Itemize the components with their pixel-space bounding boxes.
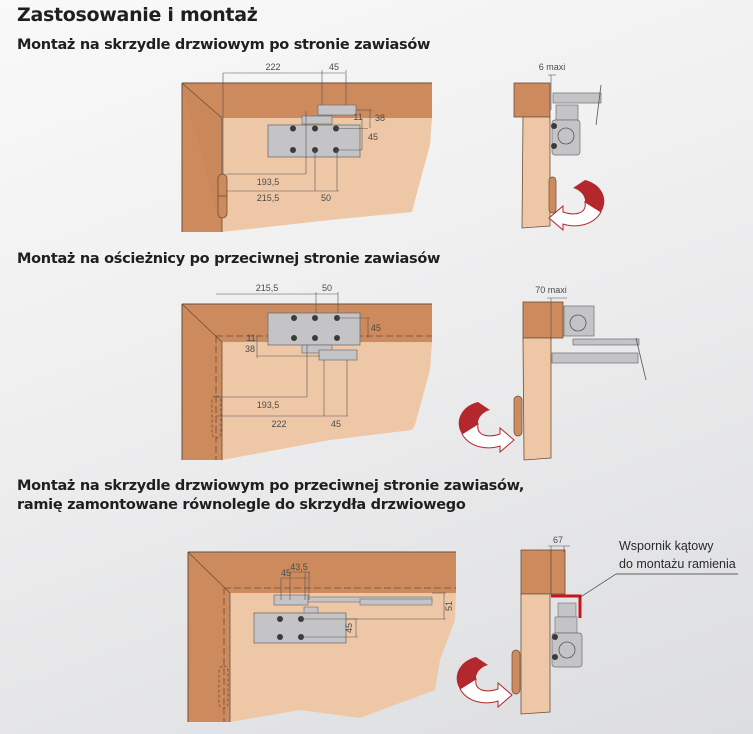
dim-193-5: 193,5	[257, 177, 280, 187]
dim-38: 38	[245, 344, 255, 354]
dim-45-top: 45	[329, 62, 339, 72]
dim-45-side: 45	[344, 623, 354, 633]
dim-6-maxi: 6 maxi	[539, 62, 566, 72]
dim-67: 67	[553, 535, 563, 545]
angle-bracket	[551, 594, 582, 618]
diagram-1-front: 222 45 11 38 45 193,5 215,5 50	[181, 62, 432, 232]
closer-side-body	[551, 632, 583, 668]
dim-45-side: 45	[368, 132, 378, 142]
dim-193-5: 193,5	[257, 400, 280, 410]
dim-222: 222	[265, 62, 280, 72]
callout-line-2: do montażu ramienia	[619, 557, 736, 571]
dim-70-maxi: 70 maxi	[535, 285, 567, 295]
dim-51: 51	[444, 601, 454, 611]
diagram-1-side: 6 maxi	[513, 62, 605, 231]
dim-222: 222	[271, 419, 286, 429]
hinge-icon	[513, 395, 523, 437]
dim-215-5: 215,5	[256, 283, 279, 293]
closer-side-body	[551, 119, 581, 156]
dim-38: 38	[375, 113, 385, 123]
bracket-callout: Wspornik kątowy do montażu ramienia	[619, 537, 736, 573]
dim-43-5: 43,5	[290, 562, 308, 572]
diagram-2-front: 215,5 50 45 11 38 193,5 222 45	[181, 283, 432, 460]
section-3-heading-line2: ramię zamontowane równolegle do skrzydła…	[17, 497, 466, 513]
diagram-3-side: 67	[456, 535, 738, 715]
dim-45-top: 45	[281, 568, 291, 578]
page-title: Zastosowanie i montaż	[17, 4, 258, 26]
section-2-heading: Montaż na ościeżnicy po przeciwnej stron…	[17, 251, 441, 267]
section-1-heading: Montaż na skrzydle drzwiowym po stronie …	[17, 37, 431, 53]
rotation-arrow-icon	[548, 179, 605, 231]
callout-line-1: Wspornik kątowy	[619, 539, 714, 553]
dim-45-bottom: 45	[331, 419, 341, 429]
diagram-3-front: 43,5 45 51 45	[187, 551, 456, 722]
hinge-icon	[511, 649, 521, 695]
closer-side-body	[563, 305, 595, 337]
dim-11: 11	[353, 112, 362, 122]
arm-shoe	[317, 104, 357, 116]
dim-215-5: 215,5	[257, 193, 280, 203]
hinge-icon	[548, 176, 557, 214]
section-3-heading-line1: Montaż na skrzydle drzwiowym po przeciwn…	[17, 478, 525, 494]
rotation-arrow-icon	[458, 401, 515, 453]
dim-50: 50	[322, 283, 332, 293]
dim-45-side: 45	[371, 323, 381, 333]
dim-50: 50	[321, 193, 331, 203]
dim-11: 11	[246, 333, 255, 343]
rotation-arrow-icon	[456, 656, 513, 708]
callout-leader-line	[578, 573, 617, 599]
diagram-2-side: 70 maxi	[458, 285, 647, 461]
